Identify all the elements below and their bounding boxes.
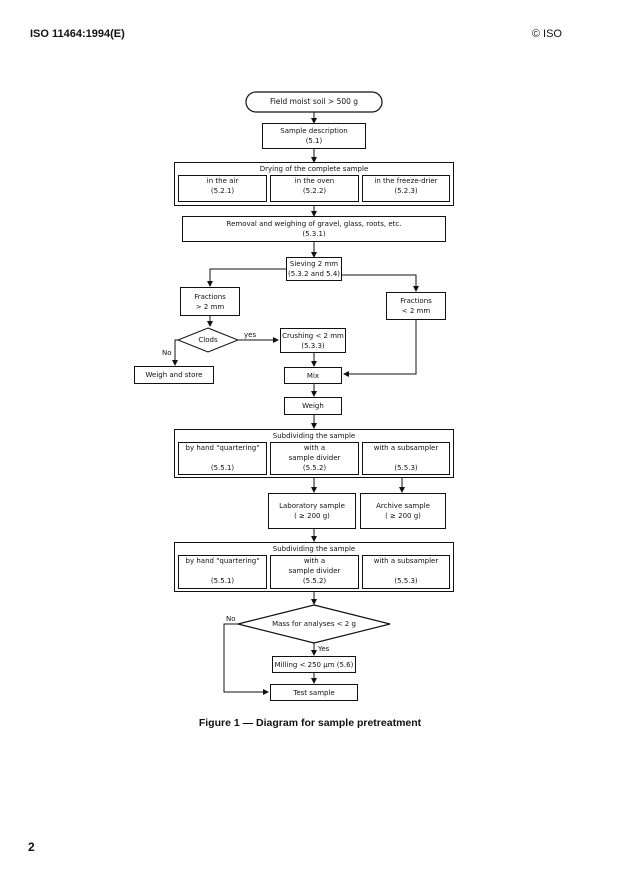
mass-decision-shape	[237, 604, 391, 644]
subdivide2-hand-cell: by hand "quartering" (5.5.1)	[178, 555, 267, 589]
page-number: 2	[28, 840, 35, 854]
no-label-mass: No	[226, 615, 236, 623]
start-terminal-shape	[245, 91, 383, 113]
drying-air-cell: in the air(5.2.1)	[178, 175, 267, 202]
yes-label-mass: Yes	[318, 645, 330, 653]
subdivide1-hand-cell: by hand "quartering" (5.5.1)	[178, 442, 267, 475]
clods-label: Clods	[198, 336, 218, 344]
drying-title: Drying of the complete sample	[259, 165, 369, 173]
drying-oven-cell: in the oven(5.2.2)	[270, 175, 359, 202]
drying-freeze-cell: in the freeze-drier(5.2.3)	[362, 175, 450, 202]
mass-decision-label: Mass for analyses < 2 g	[272, 620, 356, 628]
subdivide-title-2: Subdividing the sample	[272, 545, 356, 553]
fractions-lt-box: Fractions< 2 mm	[386, 292, 446, 320]
crushing-box: Crushing < 2 mm(5.3.3)	[280, 328, 346, 353]
weigh-box: Weigh	[284, 397, 342, 415]
subdivide-title-1: Subdividing the sample	[272, 432, 356, 440]
standard-number: ISO 11464:1994(E)	[30, 28, 125, 40]
test-sample-box: Test sample	[270, 684, 358, 701]
laboratory-sample-box: Laboratory sample( ≥ 200 g)	[268, 493, 356, 529]
milling-box: Milling < 250 µm (5.6)	[272, 656, 356, 673]
subdivide-group-2: Subdividing the sample by hand "quarteri…	[174, 542, 454, 592]
clods-decision-shape	[176, 327, 240, 353]
mix-box: Mix	[284, 367, 342, 384]
sieving-box: Sieving 2 mm(5.3.2 and 5.4)	[286, 257, 342, 281]
sample-description-box: Sample description (5.1)	[262, 123, 366, 149]
sample-description-title: Sample description	[280, 127, 348, 135]
archive-sample-box: Archive sample( ≥ 200 g)	[360, 493, 446, 529]
weigh-store-box: Weigh and store	[134, 366, 214, 384]
subdivide-group-1: Subdividing the sample by hand "quarteri…	[174, 429, 454, 478]
fractions-gt-box: Fractions> 2 mm	[180, 287, 240, 316]
subdivide2-subsampler-cell: with a subsampler (5.5.3)	[362, 555, 450, 589]
no-label-clods: No	[162, 349, 172, 357]
sample-description-ref: (5.1)	[305, 137, 323, 145]
figure-caption: Figure 1 — Diagram for sample pretreatme…	[198, 717, 422, 729]
yes-label-clods: yes	[244, 331, 257, 339]
removal-box: Removal and weighing of gravel, glass, r…	[182, 216, 446, 242]
drying-group: Drying of the complete sample in the air…	[174, 162, 454, 206]
subdivide1-subsampler-cell: with a subsampler (5.5.3)	[362, 442, 450, 475]
start-label: Field moist soil > 500 g	[269, 97, 359, 106]
copyright-mark: © ISO	[531, 28, 562, 40]
